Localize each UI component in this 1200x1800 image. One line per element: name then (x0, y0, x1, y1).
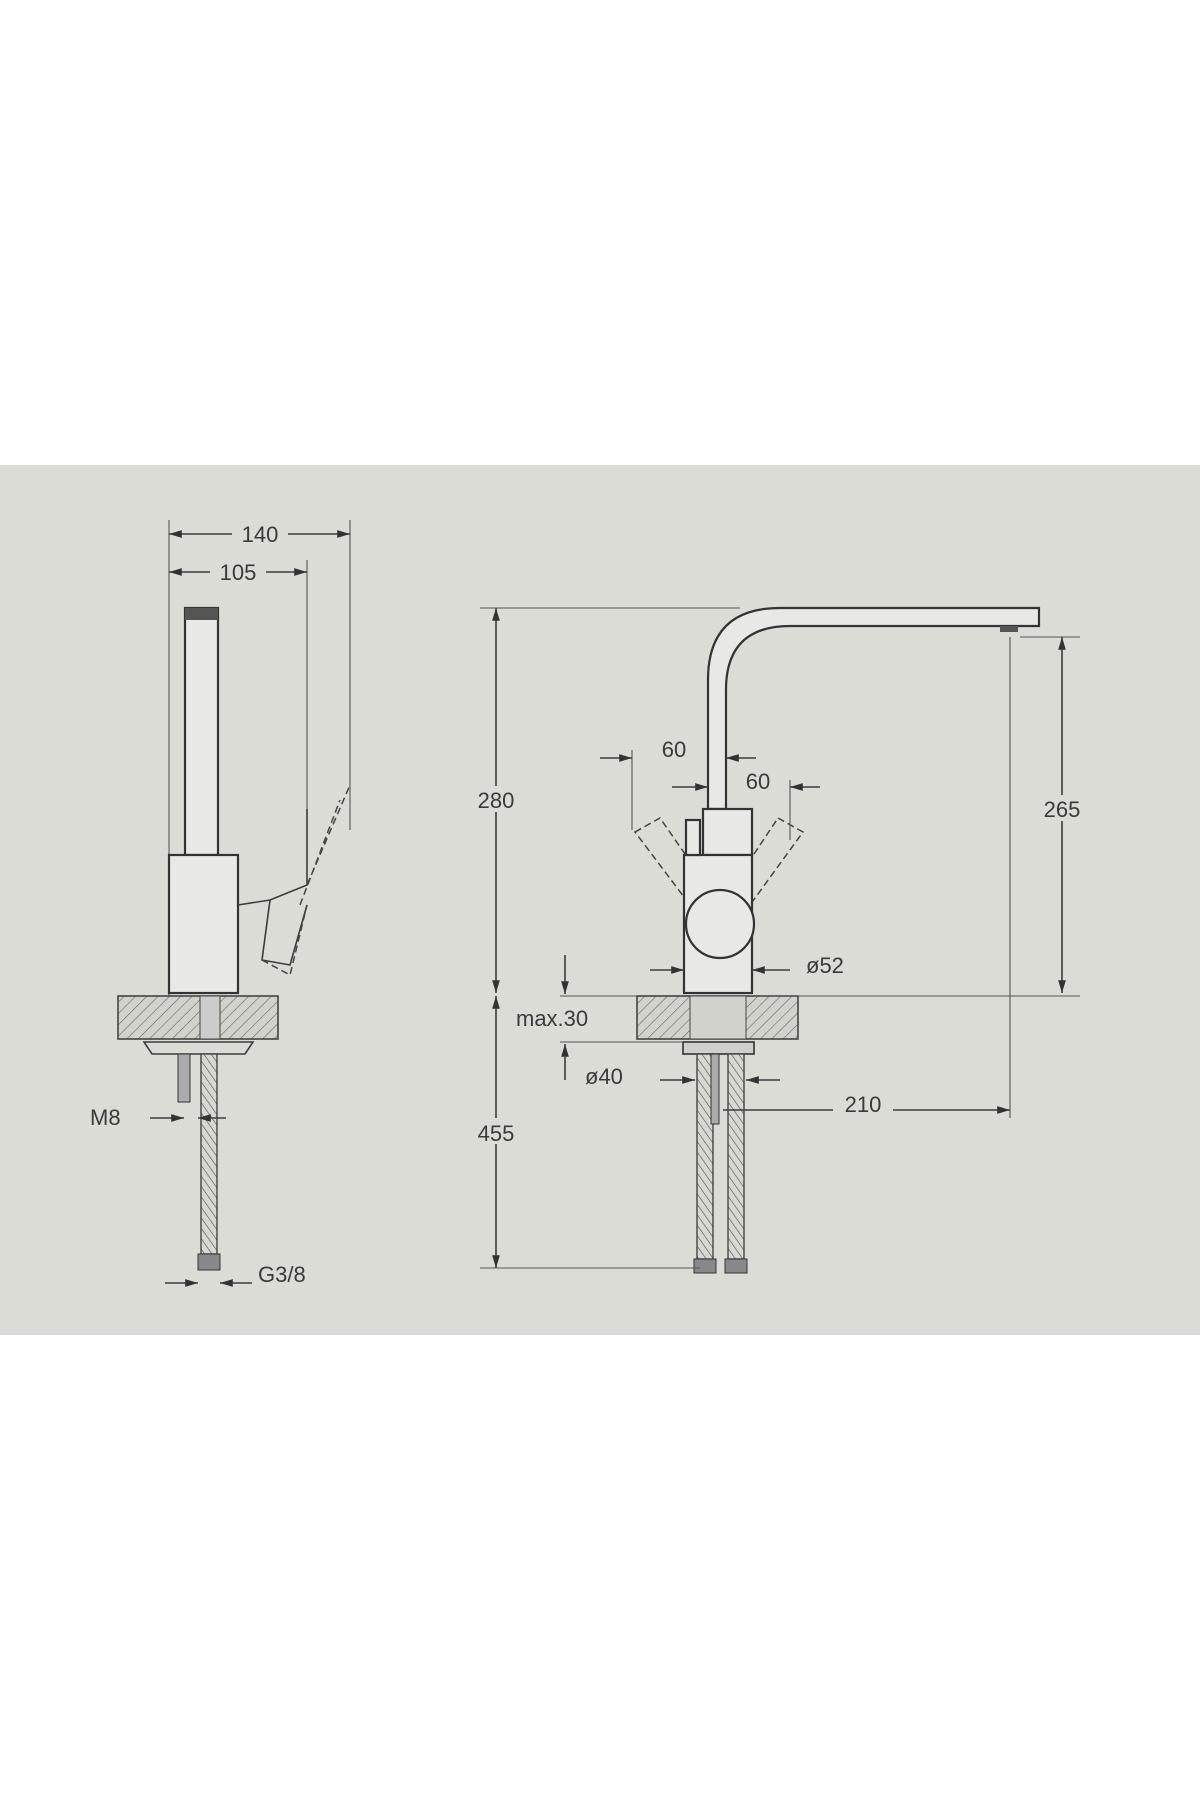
hose-connection-label: G3/8 (258, 1262, 306, 1287)
spout-front (706, 606, 1041, 811)
lever-handle (684, 888, 756, 960)
height-280-label: 280 (478, 788, 515, 813)
stud-side (177, 1053, 191, 1103)
mounting-plate (682, 1041, 755, 1055)
lever-side (237, 809, 308, 966)
clearance-265-label: 265 (1044, 797, 1081, 822)
countertop-side (117, 995, 279, 1040)
stud-thread-label: M8 (90, 1105, 121, 1130)
side-view: 140 105 M8 G3/8 (90, 520, 351, 1287)
body-side (167, 853, 240, 995)
body-diameter-label: ø52 (806, 953, 844, 978)
depth-140-label: 140 (242, 522, 279, 547)
depth-105-label: 105 (220, 560, 257, 585)
lever-alt-position (261, 784, 351, 977)
front-view: 280 60 60 ø52 max.30 ø40 (466, 606, 1092, 1274)
lever-swing-left-label: 60 (662, 737, 686, 762)
spout-side (183, 606, 220, 857)
hose-right (727, 1053, 745, 1260)
hose-side (200, 1053, 218, 1255)
reach-210-label: 210 (845, 1092, 882, 1117)
lever-upper (701, 807, 754, 857)
max-thickness-label: max.30 (516, 1006, 588, 1031)
lever-swing-right-label: 60 (746, 769, 770, 794)
hole-diameter-label: ø40 (585, 1064, 623, 1089)
hose-455-label: 455 (478, 1121, 515, 1146)
